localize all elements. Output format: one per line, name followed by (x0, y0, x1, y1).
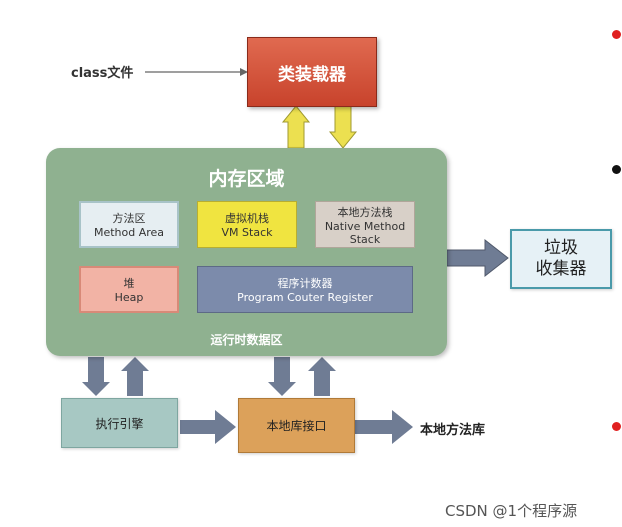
memory-area-panel: 内存区域 方法区 Method Area 虚拟机栈 VM Stack 本地方法栈… (46, 148, 447, 356)
memory-area-title: 内存区域 (208, 168, 285, 190)
arrow-up-exec (121, 357, 149, 396)
runtime-data-area-label: 运行时数据区 (210, 333, 283, 347)
down-arrow-loader (328, 105, 358, 149)
up-arrow-loader (281, 105, 311, 149)
gc-label: 垃圾 收集器 (535, 238, 587, 279)
native-stack-box: 本地方法栈 Native Method Stack (315, 201, 415, 248)
native-interface-box: 本地库接口 (238, 398, 355, 453)
vm-stack-en: VM Stack (221, 226, 273, 239)
heap-box: 堆 Heap (79, 266, 179, 313)
pc-register-box: 程序计数器 Program Couter Register (197, 266, 413, 313)
exec-engine-box: 执行引擎 (61, 398, 178, 448)
vm-stack-box: 虚拟机栈 VM Stack (197, 201, 297, 248)
exec-engine-label: 执行引擎 (95, 416, 144, 431)
arrow-to-gc (446, 238, 509, 278)
heap-en: Heap (114, 291, 144, 304)
arrow-exec-to-native (180, 410, 236, 444)
red-dot-top (612, 30, 621, 39)
arrow-to-native-lib (355, 410, 413, 444)
method-area-en: Method Area (93, 226, 165, 239)
pc-register-en: Program Couter Register (237, 291, 373, 304)
class-loader-label: 类装载器 (278, 64, 346, 85)
arrow-up-native (308, 357, 336, 396)
watermark: CSDN @1个程序源 (445, 502, 578, 520)
method-area-zh: 方法区 (112, 212, 146, 225)
class-file-label: class文件 (71, 66, 134, 81)
native-stack-zh: 本地方法栈 (337, 205, 393, 219)
gc-box: 垃圾 收集器 (510, 229, 612, 289)
native-stack-en: Native Method Stack (324, 219, 406, 246)
arrow-down-native (268, 357, 296, 396)
arrow-down-exec (82, 357, 110, 396)
black-dot (612, 165, 621, 174)
native-interface-label: 本地库接口 (266, 419, 327, 433)
pc-register-zh: 程序计数器 (277, 277, 333, 290)
vm-stack-zh: 虚拟机栈 (225, 212, 269, 225)
class-loader-box: 类装载器 (247, 37, 377, 107)
heap-zh: 堆 (123, 277, 135, 290)
native-lib-label: 本地方法库 (420, 423, 486, 438)
red-dot-bottom (612, 422, 621, 431)
method-area-box: 方法区 Method Area (79, 201, 179, 248)
